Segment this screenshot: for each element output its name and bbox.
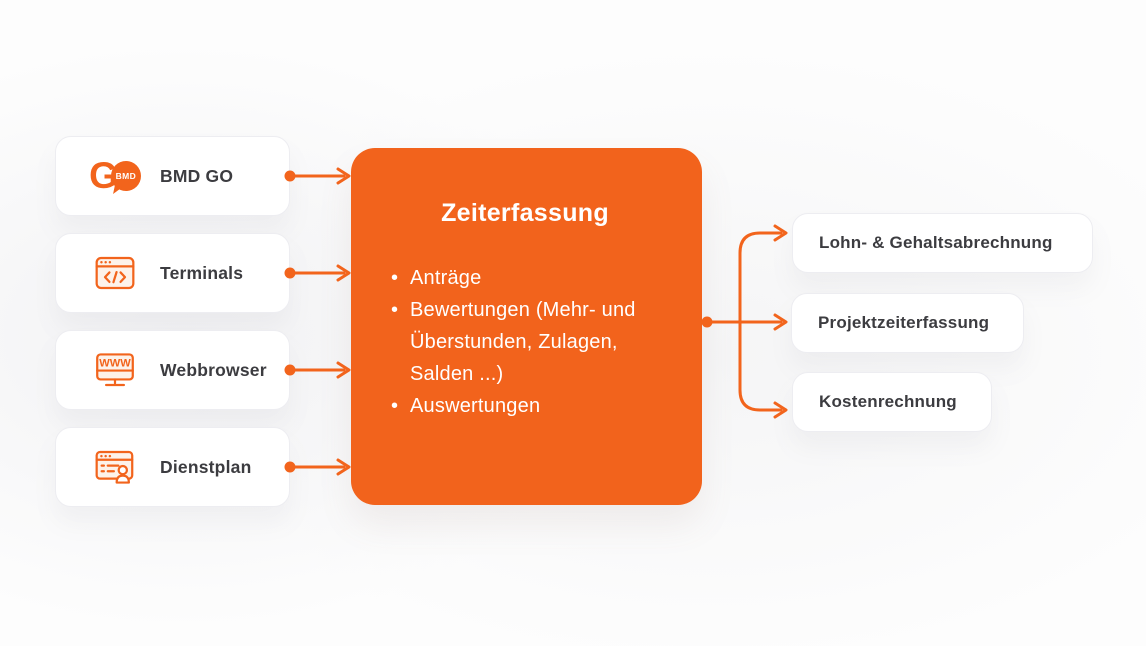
source-label-bmd-go: BMD GO [160,165,234,186]
www-glyph: WWW [99,358,131,370]
output-label-lohn-gehaltsabrechnung: Lohn- & Gehaltsabrechnung [819,233,1053,252]
bullet-bewertungen: Bewertungen (Mehr- und Überstunden, Zula… [390,294,660,390]
connector-bmd-go-to-zeiterfassung [284,167,351,185]
zeiterfassung-bullet-list: Anträge Bewertungen (Mehr- und Überstund… [390,262,660,422]
bmd-go-speech-bubble-icon: BMD [110,161,141,196]
output-label-projektzeiterfassung: Projektzeiterfassung [818,313,990,332]
schedule-person-window-icon [94,449,136,485]
connector-dienstplan-to-zeiterfassung [284,458,351,476]
output-card-lohn-gehaltsabrechnung: Lohn- & Gehaltsabrechnung [792,213,1093,273]
terminal-code-window-icon [94,256,136,290]
bmd-go-logo: G BMD [89,157,141,196]
bmd-go-bubble-label: BMD [115,171,137,181]
source-card-bmd-go: G BMD BMD GO [55,136,290,216]
speech-bubble-tail [112,184,124,196]
source-label-terminals: Terminals [160,262,244,283]
zeiterfassung-panel: Zeiterfassung Anträge Bewertungen (Mehr-… [351,148,702,505]
output-card-kostenrechnung: Kostenrechnung [792,372,992,432]
source-card-terminals: Terminals [55,233,290,313]
source-card-webbrowser: WWW Webbrowser [55,330,290,410]
bullet-auswertungen: Auswertungen [390,390,660,422]
source-label-dienstplan: Dienstplan [160,456,252,477]
connector-terminals-to-zeiterfassung [284,264,351,282]
bullet-antraege: Anträge [390,262,660,294]
monitor-www-icon: WWW [94,352,136,388]
source-label-webbrowser: Webbrowser [160,359,267,380]
output-label-kostenrechnung: Kostenrechnung [819,392,957,411]
connector-zeiterfassung-to-outputs [700,224,788,419]
source-card-dienstplan: Dienstplan [55,427,290,507]
connector-webbrowser-to-zeiterfassung [284,361,351,379]
zeiterfassung-title: Zeiterfassung [441,199,609,227]
output-card-projektzeiterfassung: Projektzeiterfassung [791,293,1024,353]
